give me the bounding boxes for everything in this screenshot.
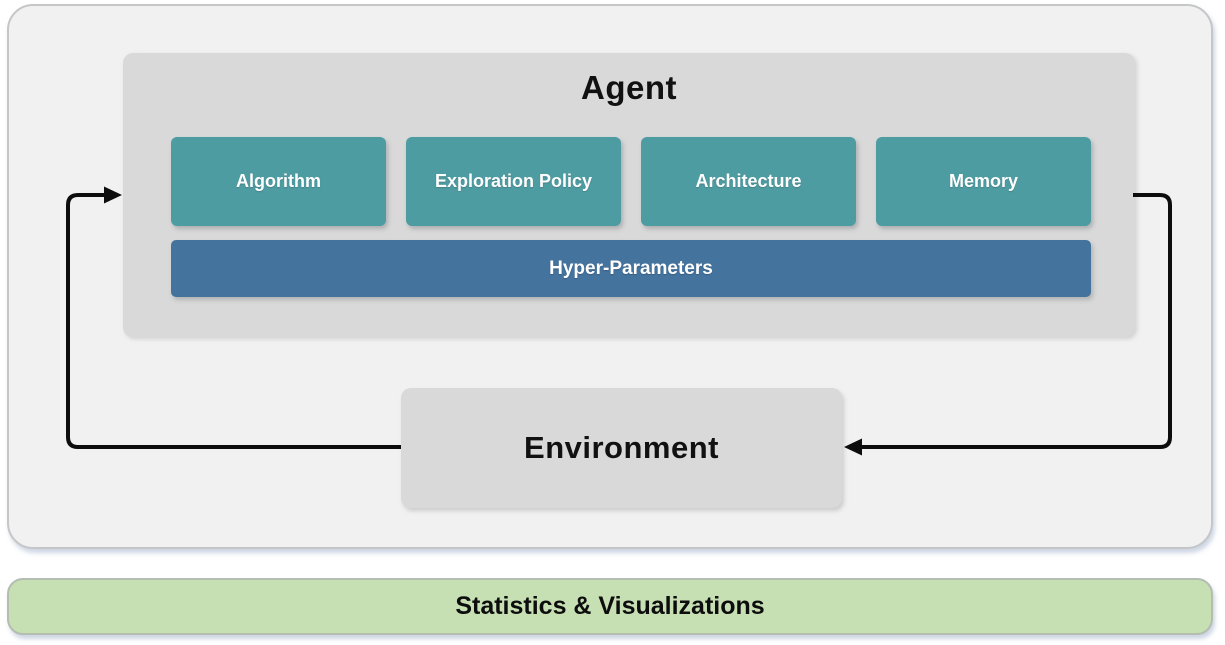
module-exploration-policy: Exploration Policy xyxy=(406,137,621,226)
module-algorithm: Algorithm xyxy=(171,137,386,226)
hyper-parameters-bar: Hyper-Parameters xyxy=(171,240,1091,297)
statistics-visualizations-bar: Statistics & Visualizations xyxy=(7,578,1213,635)
agent-title: Agent xyxy=(581,69,677,106)
outer-panel: Agent Algorithm Exploration Policy Archi… xyxy=(7,4,1213,549)
environment-box: Environment xyxy=(401,388,842,508)
agent-modules-row: Algorithm Exploration Policy Architectur… xyxy=(171,137,1091,226)
agent-container: Agent Algorithm Exploration Policy Archi… xyxy=(123,53,1135,337)
module-architecture: Architecture xyxy=(641,137,856,226)
module-memory: Memory xyxy=(876,137,1091,226)
